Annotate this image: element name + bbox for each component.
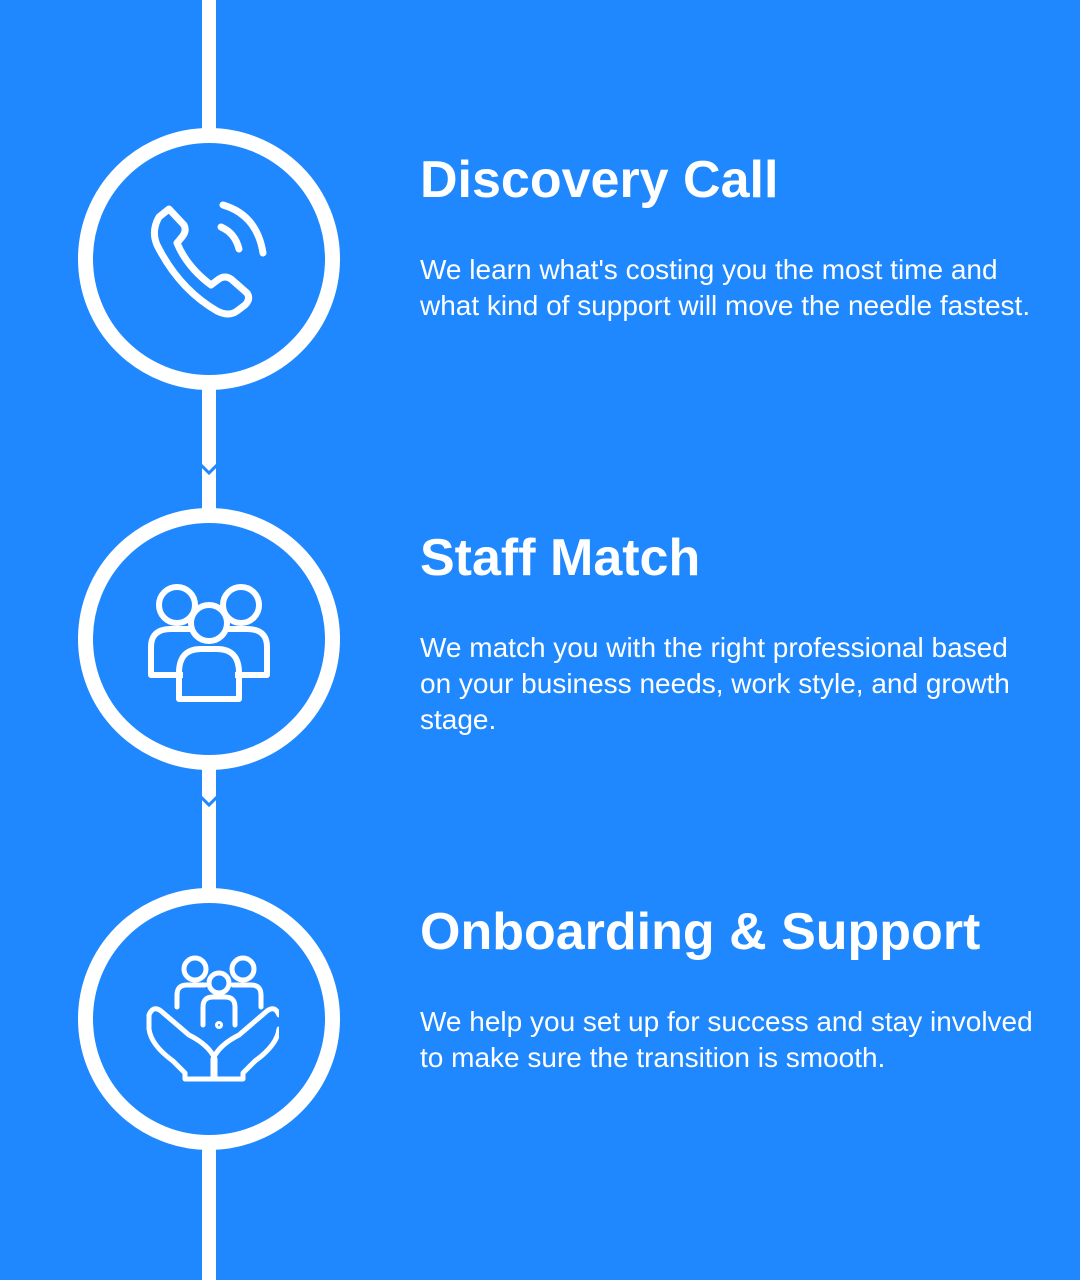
- step-title: Onboarding & Support: [420, 903, 981, 961]
- step-title: Staff Match: [420, 529, 701, 587]
- step-1: Discovery Call We learn what's costing y…: [420, 150, 1040, 324]
- phone-icon: [150, 201, 267, 318]
- step-description: We help you set up for success and stay …: [420, 1006, 1033, 1073]
- step-2: Staff Match We match you with the right …: [420, 528, 1040, 738]
- step-description: We learn what's costing you the most tim…: [420, 254, 1031, 321]
- step-3: Onboarding & Support We help you set up …: [420, 902, 1040, 1076]
- hands-team-icon: [146, 955, 279, 1082]
- step-description: We match you with the right professional…: [420, 632, 1010, 735]
- chevron-down-icon: [200, 464, 218, 476]
- team-icon: [148, 584, 270, 702]
- step-title: Discovery Call: [420, 151, 779, 209]
- step-2-circle: [78, 508, 340, 770]
- chevron-down-icon: [200, 796, 218, 808]
- step-3-circle: [78, 888, 340, 1150]
- step-1-circle: [78, 128, 340, 390]
